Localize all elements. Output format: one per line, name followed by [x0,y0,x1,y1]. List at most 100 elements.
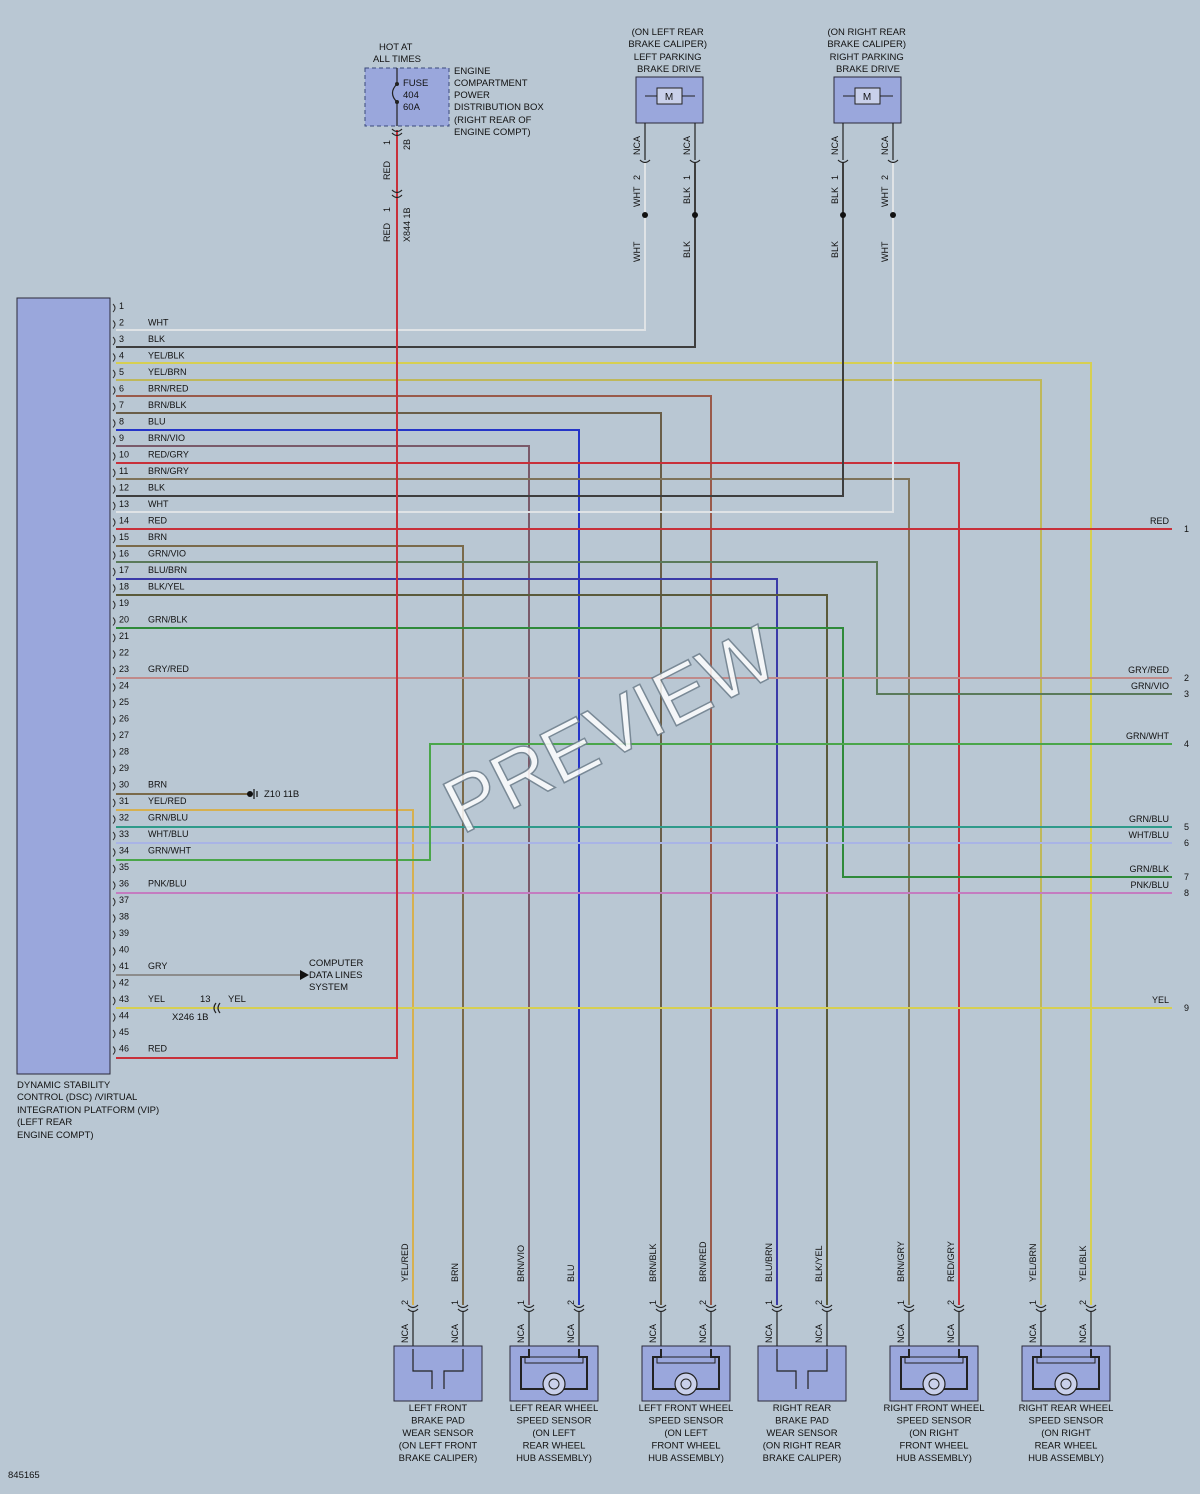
pin-connector-icon [112,815,116,824]
nca-label: NCA [880,136,890,155]
pin-connector-icon [112,584,116,593]
pin-connector-icon [112,881,116,890]
pin-connector-icon [112,864,116,874]
pin-connector-icon [112,386,116,395]
sensor-label-line: RIGHT REAR [773,1403,832,1414]
sensor-label-line: FRONT WHEEL [652,1441,721,1452]
pin-wire-label: BRN [148,532,167,542]
right-drive-label: (ON RIGHT REAR BRAKE CALIPER) RIGHT PARK… [827,27,908,75]
left-drive-line: BRAKE CALIPER) [628,39,707,50]
sensor-connector-icon [523,1304,535,1313]
terminal-number: 8 [1184,888,1189,898]
terminal-wire-label: WHT/BLU [1129,830,1170,840]
pin-number: 41 [119,961,129,971]
pin-number: 38 [119,912,129,922]
sensor-label-line: FRONT WHEEL [900,1441,969,1452]
terminal-wire-label: GRY/RED [1128,665,1169,675]
sensor-label-line: LEFT FRONT [409,1403,468,1414]
pin-number: 24 [119,681,129,691]
pin-number: 26 [119,714,129,724]
pin-connector-icon [112,749,116,758]
pin-number: 9 [119,433,124,443]
sensor-label-line: HUB ASSEMBLY) [896,1453,972,1464]
pin-number: 32 [119,813,129,823]
pin-connector-icon [112,320,116,329]
pin-wire-label: BLU [148,417,166,427]
sensor-nca-label: NCA [698,1324,708,1343]
rotation-arrow-icon [680,1378,692,1390]
wire-label: WHT [880,186,890,207]
sensor-label-line: (ON RIGHT [1041,1428,1091,1439]
pin-connector-icon [112,996,116,1006]
right-drive-line: BRAKE CALIPER) [827,39,906,50]
pin-connector-icon [112,419,116,428]
sensor-connector-icon [457,1304,469,1313]
wire-grnvio-pin16 [116,561,1172,695]
wire-label: WHT [880,241,890,262]
sensor-pin-number: 1 [896,1300,906,1305]
sensor-label-line: BRAKE PAD [411,1416,465,1427]
wire-brn-pin15 [116,545,464,1305]
data-lines-line: SYSTEM [309,982,348,993]
pin-number: 21 [119,631,129,641]
wire-grnwht-pin34 [116,743,1172,861]
left-drive-line: BRAKE DRIVE [637,64,701,75]
sensor-label-line: LEFT REAR WHEEL [510,1403,599,1414]
pin-number: 1 [682,175,692,180]
dsc-label: DYNAMIC STABILITY CONTROL (DSC) /VIRTUAL… [17,1080,162,1141]
fuse-wire-top-label: RED [382,160,392,180]
pin-connector-icon [112,551,116,560]
sensor-body [393,1345,483,1402]
pin-number: 27 [119,730,129,740]
tone-ring-icon [542,1372,566,1396]
coil-winding-icon [1036,1356,1096,1364]
tone-ring-icon [674,1372,698,1396]
pin-connector-icon [112,534,116,544]
fuse-label: FUSE 404 60A [403,78,431,113]
wire-blk-pin3 [116,215,696,348]
tone-ring-icon [1054,1372,1078,1396]
pin-connector-icon [112,947,116,956]
sensor-pin-number: 2 [814,1300,824,1305]
pin-connector-icon [112,848,116,857]
terminal-wire-label: GRN/BLU [1129,814,1169,824]
sensor-nca-label: NCA [896,1324,906,1343]
pin-number: 7 [119,400,124,410]
connector-x246: 13 YEL X246 1B [172,994,246,1023]
sensor-nca-label: NCA [648,1324,658,1343]
pin-connector-icon [112,369,116,379]
pin-number: 6 [119,384,124,394]
fuse-404: HOT AT ALL TIMES FUSE 404 60A ENGINE COM… [364,42,544,242]
right-motor-symbol: M [863,92,871,103]
right-drive-line: BRAKE DRIVE [836,64,900,75]
tone-ring-icon [922,1372,946,1396]
pin-connector-icon [112,914,116,923]
wire-label: BLK [830,241,840,258]
pin-number: 25 [119,697,129,707]
pin-number: 15 [119,532,129,542]
coil-winding-icon [904,1356,964,1364]
wire-wht-pin13 [116,215,894,513]
sensor-pin-number: 2 [1078,1300,1088,1305]
left-drive-connector-icon [639,159,701,164]
terminal-2b-label: 2B [402,139,412,150]
wire-layer [116,130,1172,1305]
sensor-body [757,1345,847,1402]
sensor-wire-label: BRN/GRY [896,1241,906,1282]
nca-label: NCA [632,136,642,155]
wire-label: WHT [632,241,642,262]
sensor-label-line: RIGHT REAR WHEEL [1019,1403,1114,1414]
terminal-number: 7 [1184,872,1189,882]
pin-connector-icon [112,353,116,362]
sensor-label-line: HUB ASSEMBLY) [648,1453,724,1464]
sensor-label-line: BRAKE PAD [775,1416,829,1427]
arrow-right-icon [300,970,309,980]
pin-connector-icon [112,1029,116,1039]
